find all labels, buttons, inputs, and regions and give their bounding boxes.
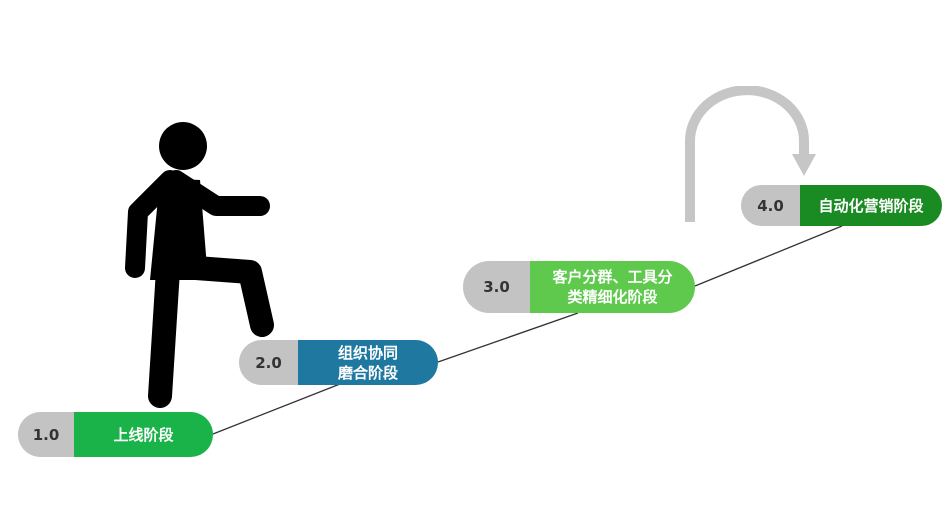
stage-4-automation: 4.0 自动化营销阶段 — [741, 185, 942, 226]
stage-3-segmentation: 3.0 客户分群、工具分 类精细化阶段 — [463, 261, 695, 313]
connector-1-2 — [212, 383, 341, 435]
stage-1-online: 1.0 上线阶段 — [18, 412, 213, 457]
connector-2-3 — [437, 312, 579, 363]
stage-label: 上线阶段 — [74, 412, 213, 457]
stage-number: 1.0 — [18, 412, 74, 457]
stage-label: 自动化营销阶段 — [800, 185, 942, 226]
stage-2-collaboration: 2.0 组织协同 磨合阶段 — [239, 340, 438, 385]
stage-number: 3.0 — [463, 261, 530, 313]
stage-label: 组织协同 磨合阶段 — [298, 340, 438, 385]
loop-arrow-icon — [685, 86, 816, 222]
stage-label: 客户分群、工具分 类精细化阶段 — [530, 261, 695, 313]
person-climbing-stairs-icon — [125, 122, 274, 408]
stage-number: 2.0 — [239, 340, 298, 385]
connector-3-4 — [694, 225, 843, 287]
stage-number: 4.0 — [741, 185, 800, 226]
